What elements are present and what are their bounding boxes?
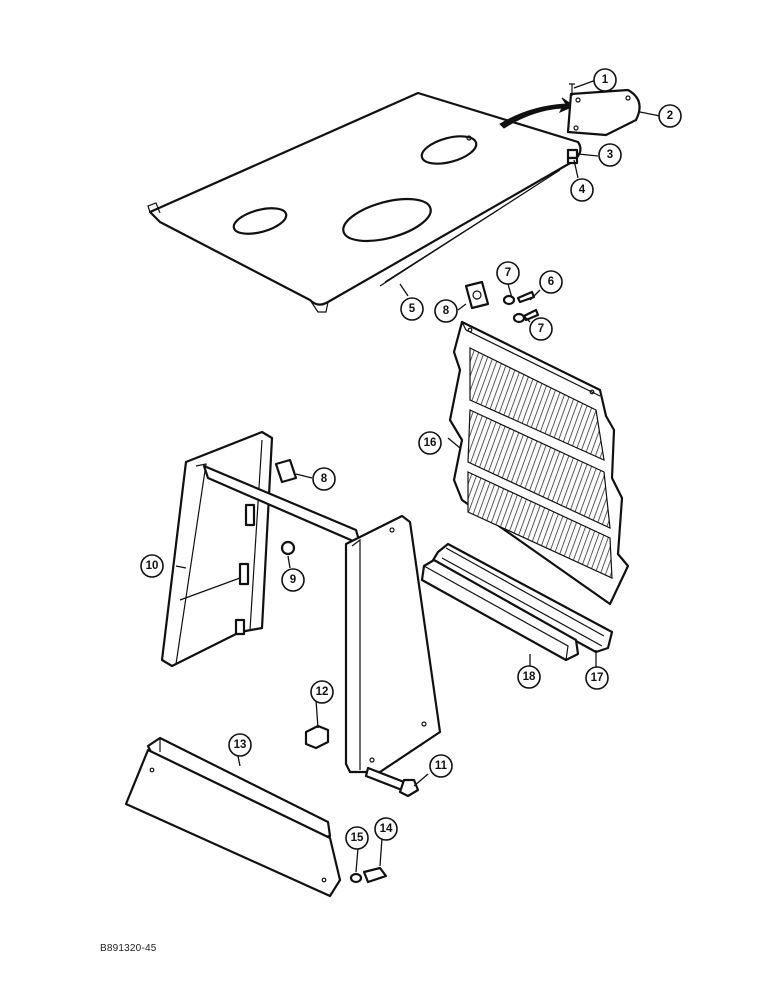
bolt-lower: [522, 308, 540, 322]
seal-bar: [420, 558, 580, 662]
svg-text:10: 10: [146, 560, 159, 572]
callout-9: 9: [281, 568, 305, 592]
bolt-bottom: [362, 866, 388, 884]
callout-1: 1: [593, 68, 617, 92]
callout-6: 6: [539, 270, 563, 294]
top-cover-plate: [147, 91, 582, 313]
svg-text:7: 7: [538, 323, 544, 335]
washer-bottom: [349, 872, 363, 884]
clip-nut-lower: [274, 458, 298, 484]
svg-text:15: 15: [351, 832, 364, 844]
svg-text:4: 4: [579, 184, 586, 196]
svg-text:8: 8: [443, 305, 450, 317]
access-cover: [566, 88, 641, 137]
washer: [566, 156, 579, 165]
left-side-frame: [160, 430, 274, 668]
lock-nut: [566, 148, 579, 160]
bottom-bracket: [124, 736, 342, 898]
svg-text:17: 17: [591, 672, 604, 684]
callout-18: 18: [517, 665, 541, 689]
callout-11: 11: [429, 754, 453, 778]
washer-upper: [502, 294, 516, 306]
svg-text:13: 13: [234, 739, 247, 751]
callout-17: 17: [585, 666, 609, 690]
callout-5: 5: [400, 297, 424, 321]
callout-15: 15: [345, 826, 369, 850]
svg-text:18: 18: [523, 671, 536, 683]
svg-text:8: 8: [321, 473, 328, 485]
callout-16: 16: [418, 431, 442, 455]
mounting-bolt: [364, 766, 420, 798]
svg-text:2: 2: [667, 110, 673, 122]
callout-10: 10: [140, 554, 164, 578]
callout-7-upper: 7: [496, 261, 520, 285]
callout-8-upper: 8: [434, 299, 458, 323]
direction-arrow: [499, 97, 576, 129]
callout-8-lower: 8: [312, 467, 336, 491]
leader-lines: [175, 79, 661, 873]
callout-12: 12: [310, 680, 334, 704]
callout-3: 3: [598, 143, 622, 167]
callout-13: 13: [228, 733, 252, 757]
screw: [569, 83, 575, 96]
svg-text:16: 16: [424, 437, 437, 449]
svg-text:14: 14: [380, 823, 393, 835]
svg-text:1: 1: [602, 74, 609, 86]
callout-7-lower: 7: [529, 317, 553, 341]
svg-text:3: 3: [607, 149, 613, 161]
svg-text:12: 12: [316, 686, 329, 698]
right-side-panel: [344, 514, 442, 774]
svg-text:5: 5: [409, 303, 416, 315]
lock-nut-lower: [304, 724, 330, 750]
svg-text:7: 7: [505, 267, 511, 279]
callout-4: 4: [570, 178, 594, 202]
callout-14: 14: [374, 817, 398, 841]
document-reference-code: B891320-45: [100, 943, 157, 954]
svg-text:11: 11: [435, 760, 448, 772]
bolt-upper: [516, 290, 536, 304]
svg-text:9: 9: [290, 574, 296, 586]
rubber-grommet: [280, 540, 296, 556]
callout-2: 2: [658, 104, 682, 128]
clip-nut: [464, 280, 490, 310]
washer-lower: [512, 312, 526, 324]
svg-text:6: 6: [548, 276, 554, 288]
radiator-screen: [448, 320, 630, 606]
